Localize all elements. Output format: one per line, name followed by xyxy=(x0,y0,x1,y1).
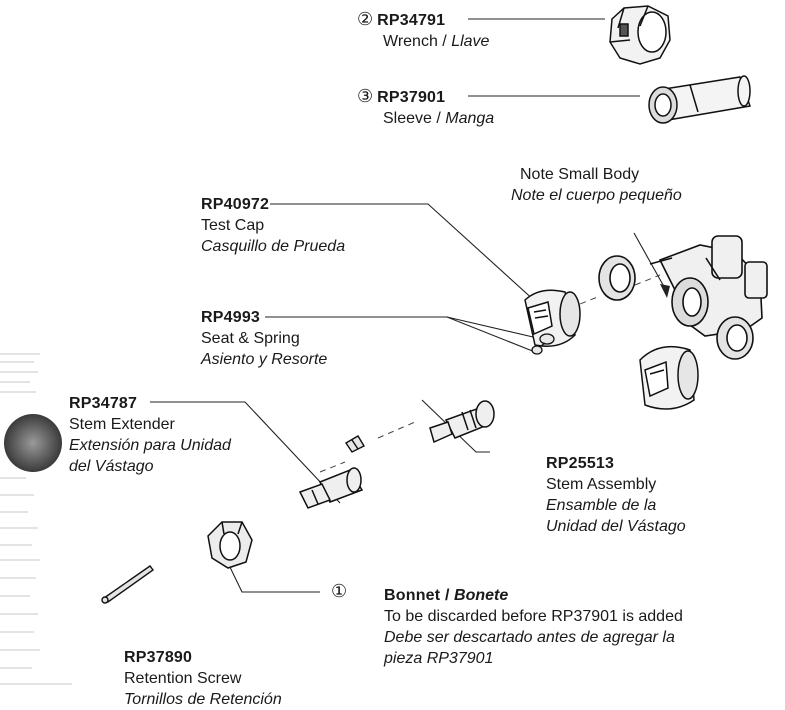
stem-assembly-name-es-2: Unidad del Vástago xyxy=(546,518,686,535)
bonnet-name-es: Bonete xyxy=(454,587,509,604)
retention-screw-part xyxy=(101,565,154,604)
stem-assembly-part xyxy=(429,400,495,444)
retention-screw-part-number: RP37890 xyxy=(124,649,193,666)
wrench-part xyxy=(609,5,671,65)
test-cap-name-es: Casquillo de Prueda xyxy=(201,238,346,255)
sleeve-part-number: RP37901 xyxy=(377,89,446,106)
small-body-note-es: Note el cuerpo pequeño xyxy=(511,187,682,204)
seat-spring-part-number: RP4993 xyxy=(201,309,261,326)
test-cap-name-en: Test Cap xyxy=(201,217,265,234)
scan-artifact-left xyxy=(0,353,72,685)
assembly-guides xyxy=(319,274,661,473)
wrench-part-number: RP34791 xyxy=(377,12,446,29)
seat-spring-part xyxy=(531,333,555,355)
bonnet-part xyxy=(207,521,253,569)
stem-extender-name-es-1: Extensión para Unidad xyxy=(69,437,231,454)
small-body-arrow-head xyxy=(660,284,670,298)
bonnet-name-en: Bonnet / xyxy=(384,587,450,604)
small-body-arrow xyxy=(633,232,668,293)
stem-clip-part xyxy=(345,435,365,453)
sleeve-separator: / xyxy=(431,110,446,127)
test-cap-part-number: RP40972 xyxy=(201,196,270,213)
test-cap-part xyxy=(524,289,581,347)
leader-lines xyxy=(150,18,640,593)
stem-extender-part xyxy=(298,467,364,509)
stem-assembly-label: RP25513 Stem Assembly Ensamble de la Uni… xyxy=(546,453,686,537)
wrench-callout-marker: ② xyxy=(357,9,374,29)
sleeve-name-es: Manga xyxy=(445,110,495,127)
stem-extender-part-number: RP34787 xyxy=(69,395,138,412)
small-body-note: Note Small Body Note el cuerpo pequeño xyxy=(511,164,682,206)
stem-assembly-part-number: RP25513 xyxy=(546,455,615,472)
test-cap-label: RP40972 Test Cap Casquillo de Prueda xyxy=(201,194,345,257)
bonnet-note-en: To be discarded before RP37901 is added xyxy=(384,608,683,625)
sleeve-callout-marker: ③ xyxy=(357,86,374,106)
stem-assembly-name-en: Stem Assembly xyxy=(546,476,657,493)
dark-dot-artifact xyxy=(4,414,62,472)
sleeve-name-en: Sleeve xyxy=(383,110,432,127)
wrench-name-es: Llave xyxy=(451,33,490,50)
bonnet-note-es-1: Debe ser descartado antes de agregar la xyxy=(384,629,675,646)
wrench-name-en: Wrench xyxy=(383,33,438,50)
retention-screw-name-es: Tornillos de Retención xyxy=(124,691,282,708)
wrench-separator: / xyxy=(437,33,452,50)
seat-spring-name-es: Asiento y Resorte xyxy=(201,351,328,368)
seat-spring-label: RP4993 Seat & Spring Asiento y Resorte xyxy=(201,307,327,370)
bonnet-note-es-2: pieza RP37901 xyxy=(384,650,494,667)
valve-body-part xyxy=(598,235,768,360)
bonnet-callout-marker: ① xyxy=(331,581,348,601)
retention-screw-label: RP37890 Retention Screw Tornillos de Ret… xyxy=(124,647,282,710)
stem-extender-name-en: Stem Extender xyxy=(69,416,175,433)
retention-screw-name-en: Retention Screw xyxy=(124,670,242,687)
stem-assembly-name-es-1: Ensamble de la xyxy=(546,497,657,514)
lower-cap-part xyxy=(639,345,699,410)
small-body-note-en: Note Small Body xyxy=(520,166,640,183)
sleeve-part xyxy=(648,75,751,124)
stem-extender-label: RP34787 Stem Extender Extensión para Uni… xyxy=(69,393,231,477)
seat-spring-name-en: Seat & Spring xyxy=(201,330,300,347)
bonnet-label: Bonnet / Bonete To be discarded before R… xyxy=(384,585,683,669)
stem-extender-name-es-2: del Vástago xyxy=(69,458,154,475)
